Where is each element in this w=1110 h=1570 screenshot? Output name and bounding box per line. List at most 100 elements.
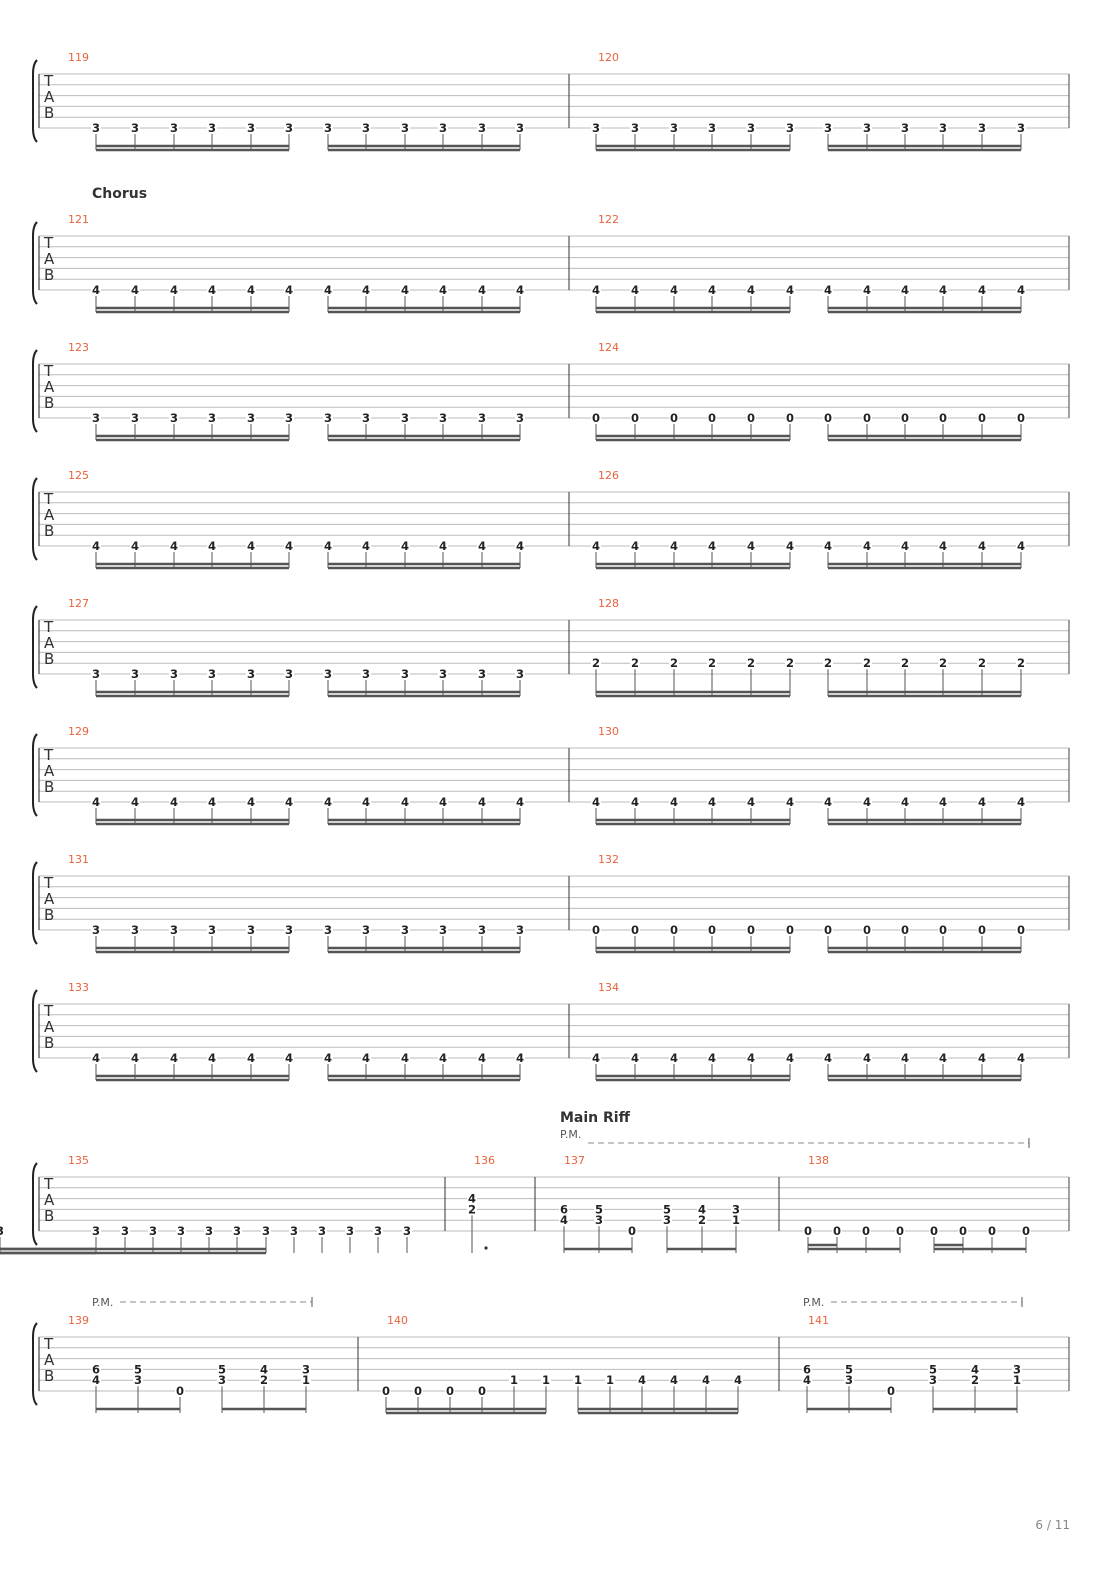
fret-bg	[970, 1363, 980, 1375]
fret-number: 4	[208, 539, 216, 553]
fret-bg	[591, 412, 601, 423]
fret-bg	[477, 412, 487, 423]
fret-number: 2	[978, 656, 986, 670]
fret-number: 4	[324, 283, 332, 297]
fret-bg	[1016, 1052, 1026, 1063]
measure-number: 128	[598, 597, 619, 610]
fret-bg	[669, 284, 679, 295]
measure-number: 141	[808, 1314, 829, 1327]
fret-number: 2	[1017, 656, 1025, 670]
fret-number: 0	[901, 411, 909, 425]
fret-bg	[605, 1374, 615, 1386]
measure-number: 123	[68, 341, 89, 354]
fret-number: 4	[401, 283, 409, 297]
fret-bg	[130, 796, 140, 807]
fret-bg	[785, 412, 795, 423]
fret-bg	[938, 540, 948, 551]
fret-number: 3	[262, 1224, 270, 1238]
fret-bg	[938, 412, 948, 423]
fret-bg	[707, 284, 717, 295]
fret-bg	[785, 924, 795, 935]
fret-bg	[169, 668, 179, 679]
fret-bg	[958, 1225, 968, 1236]
fret-number: 3	[324, 411, 332, 425]
fret-number: 4	[708, 283, 716, 297]
tab-clef-letter: B	[44, 522, 54, 540]
fret-bg	[970, 1374, 980, 1386]
fret-number: 3	[134, 1373, 142, 1387]
measure-number: 132	[598, 853, 619, 866]
fret-number: 3	[170, 121, 178, 135]
fret-number: 4	[638, 1373, 646, 1387]
tab-clef-letter: A	[44, 1191, 55, 1209]
fret-number: 6	[92, 1362, 100, 1376]
fret-number: 4	[131, 283, 139, 297]
fret-number: 3	[131, 411, 139, 425]
palm-mute-label: P.M.	[92, 1296, 113, 1309]
tab-system: TAB135333333333333333313642137Main RiffP…	[0, 1110, 1070, 1255]
fret-bg	[591, 122, 601, 133]
fret-bg	[400, 412, 410, 423]
fret-bg	[862, 1052, 872, 1063]
fret-bg	[977, 1052, 987, 1063]
fret-bg	[217, 1374, 227, 1386]
fret-number: 0	[446, 1384, 454, 1398]
fret-bg	[361, 1052, 371, 1063]
fret-number: 4	[824, 283, 832, 297]
fret-bg	[323, 122, 333, 133]
fret-bg	[938, 796, 948, 807]
fret-number: 4	[260, 1362, 268, 1376]
fret-number: 0	[382, 1384, 390, 1398]
fret-number: 4	[631, 795, 639, 809]
section-label: Chorus	[92, 186, 147, 202]
fret-number: 3	[708, 121, 716, 135]
tab-clef-letter: B	[44, 1367, 54, 1385]
fret-number: 4	[708, 795, 716, 809]
fret-number: 4	[863, 795, 871, 809]
fret-number: 3	[939, 121, 947, 135]
fret-number: 4	[92, 1373, 100, 1387]
fret-bg	[900, 796, 910, 807]
fret-number: 3	[362, 121, 370, 135]
fret-bg	[91, 1052, 101, 1063]
fret-number: 4	[670, 283, 678, 297]
fret-bg	[445, 1385, 455, 1396]
tab-clef-letter: A	[44, 634, 55, 652]
fret-bg	[1021, 1225, 1031, 1236]
system-bracket	[32, 221, 38, 305]
fret-bg	[900, 540, 910, 551]
fret-bg	[669, 1374, 679, 1386]
fret-bg	[697, 1203, 707, 1215]
fret-number: 4	[1017, 539, 1025, 553]
fret-bg	[823, 284, 833, 295]
fret-bg	[1016, 284, 1026, 295]
tab-clef-letter: B	[44, 1034, 54, 1052]
fret-bg	[477, 668, 487, 679]
fret-number: 4	[170, 539, 178, 553]
fret-number: 4	[131, 539, 139, 553]
fret-number: 4	[592, 1051, 600, 1065]
fret-number: 5	[595, 1202, 603, 1216]
fret-bg	[400, 796, 410, 807]
fret-number: 3	[374, 1224, 382, 1238]
tab-clef-letter: B	[44, 650, 54, 668]
fret-number: 2	[939, 656, 947, 670]
tab-clef-letter: A	[44, 1018, 55, 1036]
fret-number: 4	[901, 1051, 909, 1065]
fret-bg	[823, 540, 833, 551]
fret-number: 4	[978, 795, 986, 809]
fret-number: 0	[824, 411, 832, 425]
fret-number: 2	[901, 656, 909, 670]
fret-number: 4	[362, 539, 370, 553]
measure-number: 126	[598, 469, 619, 482]
fret-bg	[361, 796, 371, 807]
tab-clef-letter: B	[44, 778, 54, 796]
fret-bg	[246, 924, 256, 935]
fret-bg	[246, 1052, 256, 1063]
fret-number: 4	[208, 283, 216, 297]
fret-bg	[541, 1374, 551, 1386]
fret-number: 3	[478, 121, 486, 135]
fret-bg	[91, 924, 101, 935]
fret-bg	[591, 540, 601, 551]
fret-bg	[594, 1203, 604, 1215]
